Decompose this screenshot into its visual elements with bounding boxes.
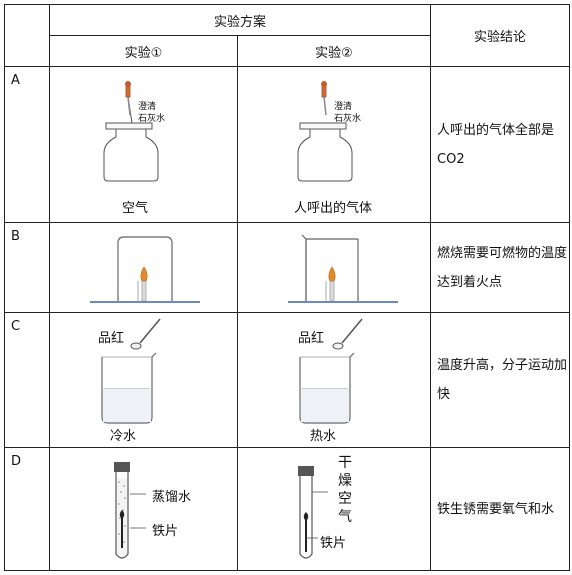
iron-sheet-label: 铁片 [320, 536, 347, 551]
exp1-header: 实验① [49, 35, 238, 67]
row-d-exp1: 蒸馏水 铁片 [49, 447, 238, 571]
gas-bottle-with-dropper-icon [297, 81, 353, 182]
table-row: D 蒸馏水 铁片 干燥空气 铁片 [4, 447, 571, 571]
distilled-water-label: 蒸馏水 [152, 490, 192, 505]
beaker-with-spoon-icon [299, 318, 363, 424]
row-label: B [4, 222, 50, 313]
experiment-table: 实验方案 实验结论 实验① 实验② A 澄清 石灰水 空气 [4, 4, 571, 571]
row-label: A [4, 66, 50, 223]
table-row: A 澄清 石灰水 空气 [4, 66, 571, 223]
row-b-conclusion: 燃烧需要可燃物的温度达到着火点 [430, 222, 571, 313]
row-c-exp1: 品红 冷水 [49, 312, 238, 448]
row-a-conclusion: 人呼出的气体全部是CO2 [430, 66, 571, 223]
row-b-exp2 [236, 222, 432, 313]
table-row: B 燃烧需要可燃物的温度达到着火点 [4, 222, 571, 313]
row-a-exp2-caption: 人呼出的气体 [294, 201, 373, 216]
row-a-exp1-caption: 空气 [122, 201, 149, 216]
beaker-with-spoon-icon [101, 318, 161, 424]
row-a-exp1: 澄清 石灰水 空气 [49, 66, 238, 223]
dry-air-label: 干燥空气 [338, 455, 352, 525]
row-c-exp2-label: 品红 [298, 331, 325, 346]
row-d-exp2: 干燥空气 铁片 [236, 447, 432, 571]
row-a-exp2: 澄清 石灰水 人呼出的气体 [236, 66, 432, 223]
exp2-header: 实验② [236, 35, 432, 67]
row-label: D [4, 447, 50, 571]
dropper-label: 澄清 [138, 102, 157, 112]
conclusion-header: 实验结论 [430, 4, 571, 67]
test-tube-distilled-water-icon [114, 462, 146, 559]
beaker-over-candle-icon [90, 236, 200, 303]
table-row: C 品红 冷水 品红 热水 温度 [4, 312, 571, 448]
row-c-exp2: 品红 热水 [236, 312, 432, 448]
row-c-conclusion: 温度升高，分子运动加快 [430, 312, 571, 448]
test-tube-dry-air-icon [298, 466, 328, 559]
row-c-exp2-caption: 热水 [310, 429, 337, 444]
iron-sheet-label: 铁片 [152, 524, 179, 539]
row-c-exp1-caption: 冷水 [110, 429, 137, 444]
beaker-over-candle-icon [288, 234, 398, 303]
dropper-label: 石灰水 [138, 114, 166, 124]
row-c-exp1-label: 品红 [98, 331, 125, 346]
dropper-label: 澄清 [334, 102, 353, 112]
row-d-conclusion: 铁生锈需要氧气和水 [430, 447, 571, 571]
dropper-label: 石灰水 [334, 114, 362, 124]
row-b-exp1 [49, 222, 238, 313]
gas-bottle-with-dropper-icon [103, 81, 159, 182]
corner-cell [4, 4, 50, 67]
row-label: C [4, 312, 50, 448]
plan-header: 实验方案 [48, 4, 432, 36]
